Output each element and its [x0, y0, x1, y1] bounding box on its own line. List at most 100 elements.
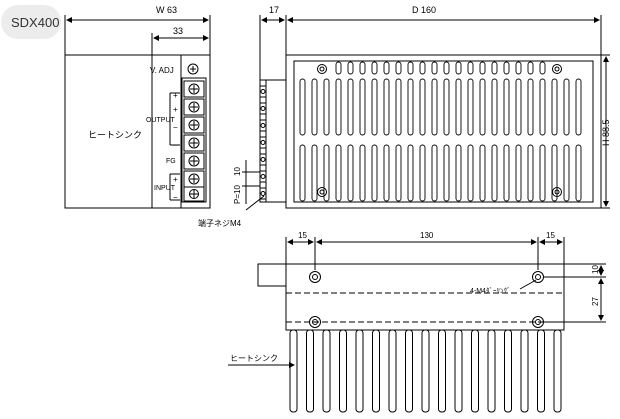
model-label: SDX400 [11, 15, 60, 30]
vent-slot-upper [383, 78, 390, 136]
side-screw-tr [552, 64, 562, 74]
vent-slot-lower [467, 144, 474, 202]
vent-slot-lower [299, 144, 306, 202]
vent-slot-upper [419, 78, 426, 136]
terminal-bump-hole [260, 106, 266, 111]
model-badge: SDX400 [1, 5, 61, 39]
vent-slot-lower [407, 144, 414, 202]
vent-slot-lower [371, 144, 378, 202]
vent-slot-top [467, 61, 474, 75]
depth-offset-label: 17 [269, 5, 279, 15]
vent-slot-top [443, 61, 450, 75]
vent-slot-top [491, 61, 498, 75]
terminal-block [181, 77, 207, 203]
vent-slot-top [479, 61, 486, 75]
heatsink-fin [504, 329, 512, 413]
bottom-hole-tr [532, 271, 544, 283]
vent-slot-top [371, 61, 378, 75]
vent-slot-upper [359, 78, 366, 136]
terminal-bump-hole [260, 89, 266, 94]
pitch-gap-label: 10 [233, 167, 242, 176]
terminal-bump [259, 187, 267, 200]
vent-slot-lower [563, 144, 570, 202]
vent-slot-lower [323, 144, 330, 202]
terminal-bump [259, 136, 267, 149]
heatsink-fin [421, 329, 430, 413]
vent-slot-upper [491, 78, 498, 136]
heatsink-fin [520, 329, 529, 413]
terminal-screws [183, 80, 205, 202]
heatsink-fin [553, 329, 562, 413]
heatsink-fin [306, 329, 314, 413]
vent-slot-lower [347, 144, 354, 202]
right-top-label: 10 [591, 265, 600, 274]
vent-slot-top [515, 61, 522, 75]
vent-slot-top [455, 61, 462, 75]
heatsink-fin [289, 329, 298, 413]
pitch-label: P=10 [233, 185, 242, 204]
terminal-bump-hole [260, 123, 266, 128]
vent-slot-upper [335, 78, 342, 136]
vent-slot-top [359, 61, 366, 75]
vent-slot-upper [443, 78, 450, 136]
vent-slot-top [503, 61, 510, 75]
terminal-bump-hole [260, 191, 266, 196]
vent-slot-upper [551, 78, 558, 136]
heatsink-bottom-label: ヒートシンク [230, 354, 278, 363]
side-inner-frame [293, 60, 594, 203]
front-view [64, 15, 211, 209]
input-plus: + [173, 175, 178, 184]
terminal-bump [259, 119, 267, 132]
vent-slot-top [383, 61, 390, 75]
heatsink-fin [405, 329, 413, 413]
bottom-hole-bl [309, 316, 321, 328]
right-mid-label: 27 [591, 297, 600, 306]
terminal-bump-hole [260, 140, 266, 145]
vent-slot-lower [383, 144, 390, 202]
vent-slot-top [335, 61, 342, 75]
vent-slot-upper [431, 78, 438, 136]
vent-slot-upper [575, 78, 582, 136]
heatsink-fin [537, 329, 545, 413]
side-screw-bl [317, 187, 327, 197]
input-label: INPUT [154, 185, 176, 192]
bottom-hole-tl [309, 271, 321, 283]
terminal-bump [259, 170, 267, 183]
vent-slot-upper [299, 78, 306, 136]
heatsink-fins [289, 329, 562, 413]
side-vent-slots [299, 61, 582, 202]
terminal-bump-hole [260, 157, 266, 162]
vent-slot-top [527, 61, 534, 75]
tapping-label: 4-M4ﾀﾞｰﾘﾝｸﾞ [470, 287, 510, 295]
vent-slot-lower [359, 144, 366, 202]
vent-slot-upper [395, 78, 402, 136]
vent-slot-lower [491, 144, 498, 202]
sub-width-label: 33 [173, 26, 183, 36]
vent-slot-upper [323, 78, 330, 136]
bottom-hole-br [532, 316, 544, 328]
heatsink-fin [355, 329, 364, 413]
vent-slot-upper [539, 78, 546, 136]
vent-slot-top [539, 61, 546, 75]
output-minus-2: − [173, 141, 178, 150]
heatsink-fin [372, 329, 380, 413]
vent-slot-lower [539, 144, 546, 202]
input-minus: − [173, 193, 178, 202]
width-label: W 63 [156, 5, 177, 15]
bottom-terminal-stub [257, 263, 287, 287]
bottom-body [285, 263, 565, 331]
vent-slot-upper [455, 78, 462, 136]
depth-label: D 160 [412, 5, 436, 15]
vent-slot-top [431, 61, 438, 75]
vent-slot-upper [503, 78, 510, 136]
vent-slot-upper [407, 78, 414, 136]
height-label: H 88.5 [601, 119, 611, 146]
vent-slot-upper [515, 78, 522, 136]
vent-slot-top [407, 61, 414, 75]
output-plus-1: + [173, 91, 178, 100]
side-terminal-bumps [259, 85, 267, 200]
side-view [242, 15, 610, 211]
terminal-bump [259, 153, 267, 166]
heatsink-fin [339, 329, 347, 413]
v-adj-pot [187, 63, 199, 75]
